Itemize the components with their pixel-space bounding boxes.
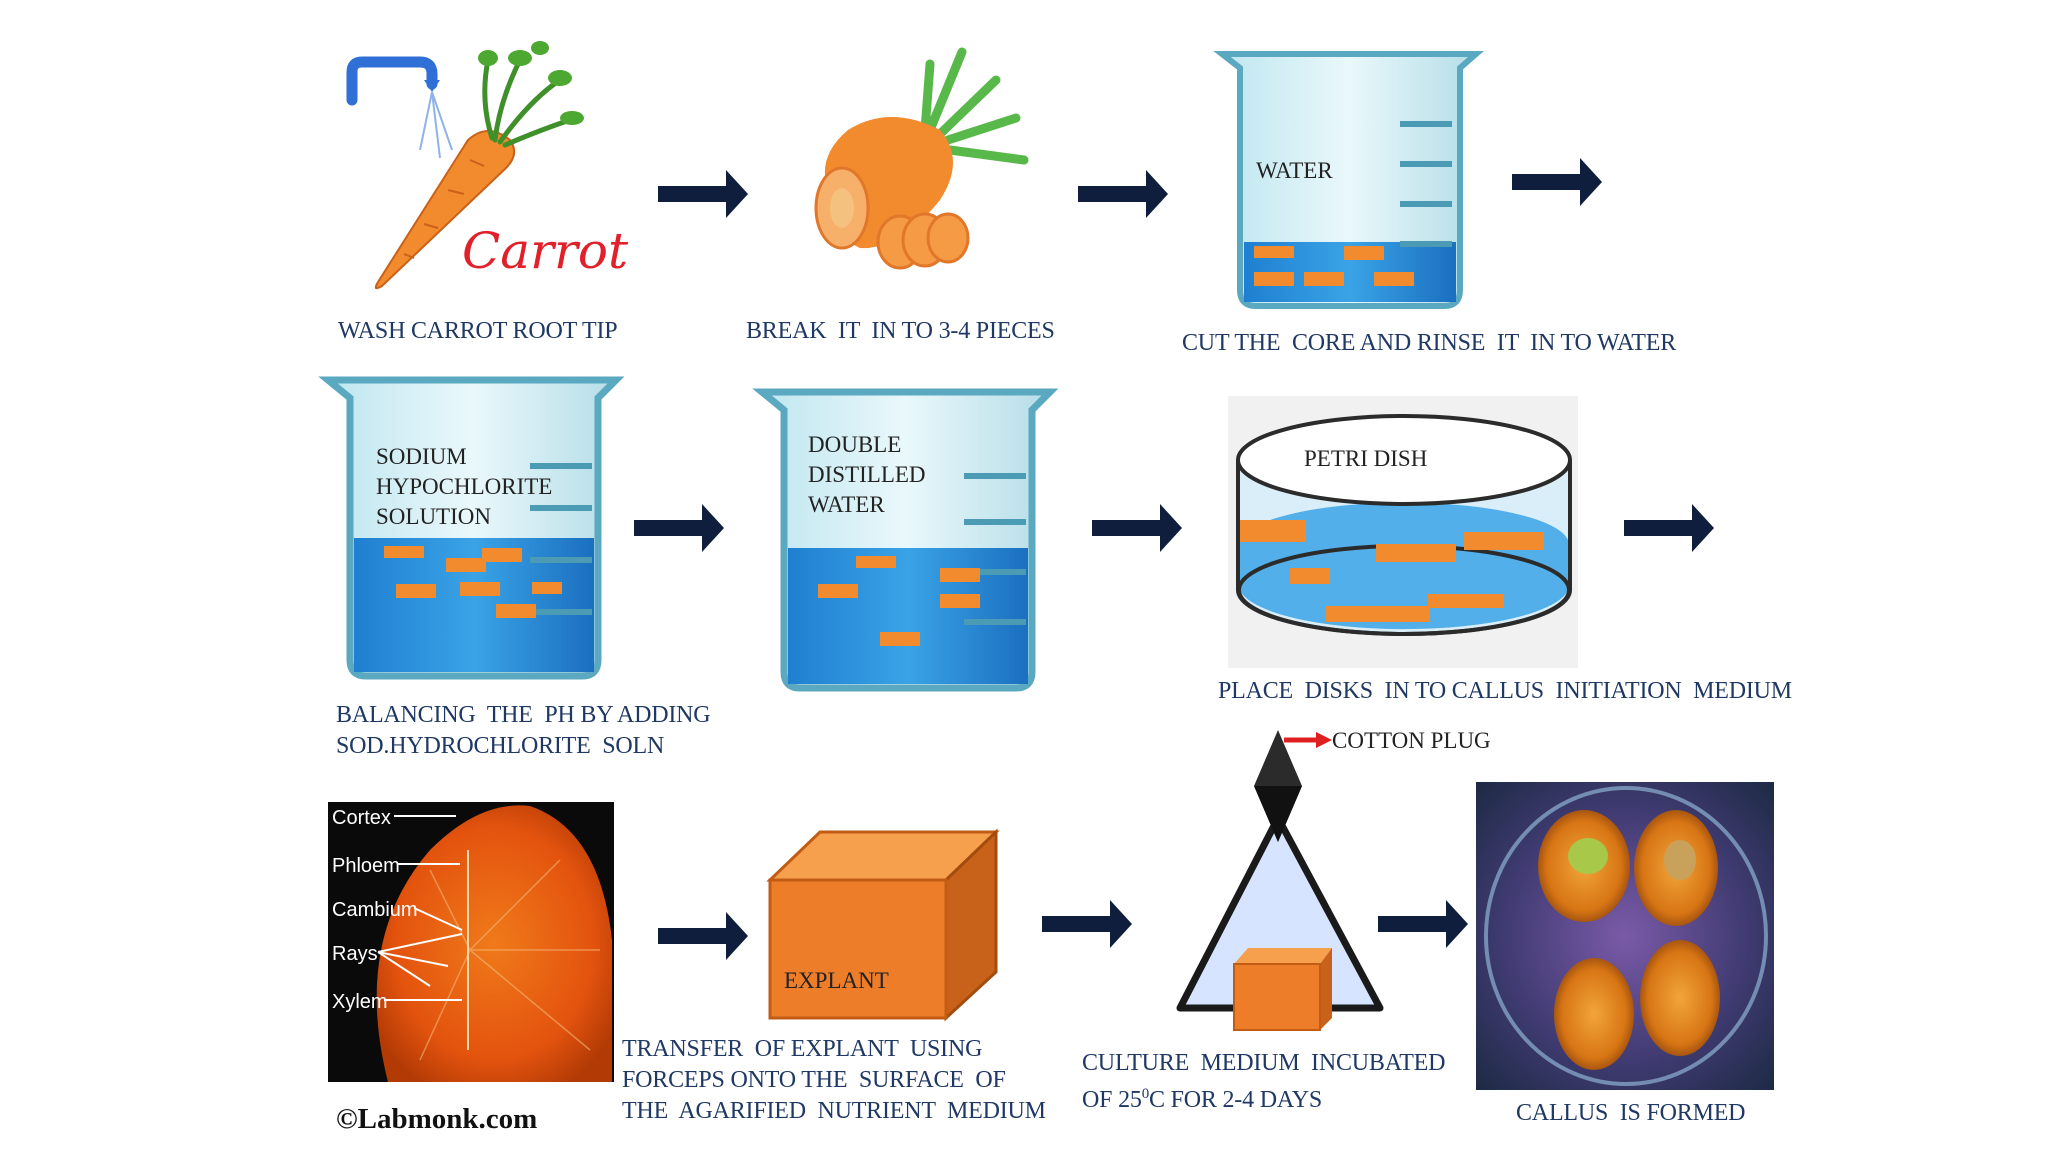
water-spray	[419, 91, 453, 159]
tap-icon	[346, 56, 438, 106]
dish-rim	[1484, 786, 1768, 1086]
distilled-label-line-3: WATER	[808, 492, 885, 517]
caption-transfer-line-3: THE AGARIFIED NUTRIENT MEDIUM	[622, 1098, 1046, 1124]
caption-break: BREAK IT IN TO 3-4 PIECES	[746, 318, 1055, 344]
flask-explant-top	[1234, 948, 1332, 964]
label-cambium: Cambium	[332, 899, 418, 921]
carrot-pieces	[818, 556, 980, 646]
carrot-leaf-tufts	[478, 41, 584, 125]
carrot-section	[376, 805, 612, 1082]
label-cortex: Cortex	[332, 807, 391, 829]
explant-label: EXPLANT	[784, 968, 889, 993]
distilled-water-level	[788, 548, 1028, 684]
explant-cube: EXPLANT	[766, 828, 1000, 1022]
caption-culture-line-2: OF 250C FOR 2-4 DAYS	[1082, 1079, 1322, 1116]
arrow-1	[658, 170, 748, 218]
sodium-label-line-1: SODIUM	[376, 444, 467, 469]
carrot-icon	[374, 130, 516, 290]
sodium-label-line-2: HYPOCHLORITE	[376, 474, 552, 499]
wash-carrot-illustration: Carrot	[346, 41, 629, 290]
distilled-label-line-2: DISTILLED	[808, 462, 926, 487]
tap-nozzle	[424, 80, 440, 92]
carrot-script-label: Carrot	[462, 222, 629, 280]
caption-balancing-line-1: BALANCING THE PH BY ADDING	[336, 702, 711, 728]
carrot-top-stems	[920, 47, 1029, 165]
caption-balancing-line-2: SOD.HYDROCHLORITE SOLN	[336, 733, 665, 759]
carrot-disks	[1240, 520, 1544, 622]
caption-wash: WASH CARROT ROOT TIP	[338, 318, 618, 344]
arrow-2	[1078, 170, 1168, 218]
distilled-water-beaker: DOUBLE DISTILLED WATER	[752, 388, 1059, 692]
water-beaker: WATER	[1213, 51, 1484, 309]
arrow-6	[1624, 504, 1714, 552]
section-rays	[419, 859, 600, 1061]
culture-flask: COTTON PLUG	[1176, 728, 1491, 1031]
caption-culture-line-1: CULTURE MEDIUM INCUBATED	[1082, 1050, 1446, 1076]
carrot-pieces	[384, 546, 562, 618]
petri-dish-lid	[1236, 414, 1572, 506]
carrot-pieces	[1254, 246, 1414, 286]
caption-culture-prefix: OF 25	[1082, 1087, 1142, 1113]
arrow-7	[658, 912, 748, 960]
arrow-4	[634, 504, 724, 552]
flow-arrows	[634, 158, 1714, 960]
label-leaders	[377, 815, 463, 1001]
caption-callus: CALLUS IS FORMED	[1516, 1100, 1746, 1126]
caption-transfer-line-1: TRANSFER OF EXPLANT USING	[622, 1036, 983, 1062]
graduation-marks	[530, 463, 592, 615]
copyright-text: ©Labmonk.com	[336, 1103, 538, 1135]
petri-dish: PETRI DISH	[1228, 396, 1578, 668]
graduation-marks	[1400, 121, 1452, 247]
caption-culture-degree: 0	[1141, 1086, 1150, 1102]
arrow-3	[1512, 158, 1602, 206]
carrot-cross-section: Cortex Phloem Cambium Rays Xylem	[328, 802, 614, 1082]
carrot-core	[830, 188, 854, 228]
callus-photo	[1476, 782, 1774, 1090]
arrow-8	[1042, 900, 1132, 948]
flask-explant	[1233, 963, 1321, 1031]
label-phloem: Phloem	[332, 855, 400, 877]
caption-culture-suffix: C FOR 2-4 DAYS	[1149, 1087, 1323, 1113]
caption-cut: CUT THE CORE AND RINSE IT IN TO WATER	[1182, 330, 1677, 356]
caption-place-disks: PLACE DISKS IN TO CALLUS INITIATION MEDI…	[1218, 678, 1792, 704]
label-xylem: Xylem	[332, 991, 388, 1013]
carrot-lines	[403, 159, 485, 259]
distilled-label-line-1: DOUBLE	[808, 432, 901, 457]
water-beaker-label: WATER	[1256, 158, 1333, 183]
carrot-slices	[876, 212, 970, 270]
callus-slices	[1538, 810, 1720, 1070]
sodium-label-line-3: SOLUTION	[376, 504, 491, 529]
caption-transfer-line-2: FORCEPS ONTO THE SURFACE OF	[622, 1067, 1006, 1093]
broken-carrot-illustration	[814, 47, 1029, 270]
arrow-9	[1378, 900, 1468, 948]
sodium-hypochlorite-beaker: SODIUM HYPOCHLORITE SOLUTION	[318, 376, 625, 680]
cotton-plug-label: COTTON PLUG	[1332, 728, 1491, 753]
label-rays: Rays	[332, 943, 378, 965]
arrow-5	[1092, 504, 1182, 552]
petri-dish-label: PETRI DISH	[1304, 446, 1427, 471]
